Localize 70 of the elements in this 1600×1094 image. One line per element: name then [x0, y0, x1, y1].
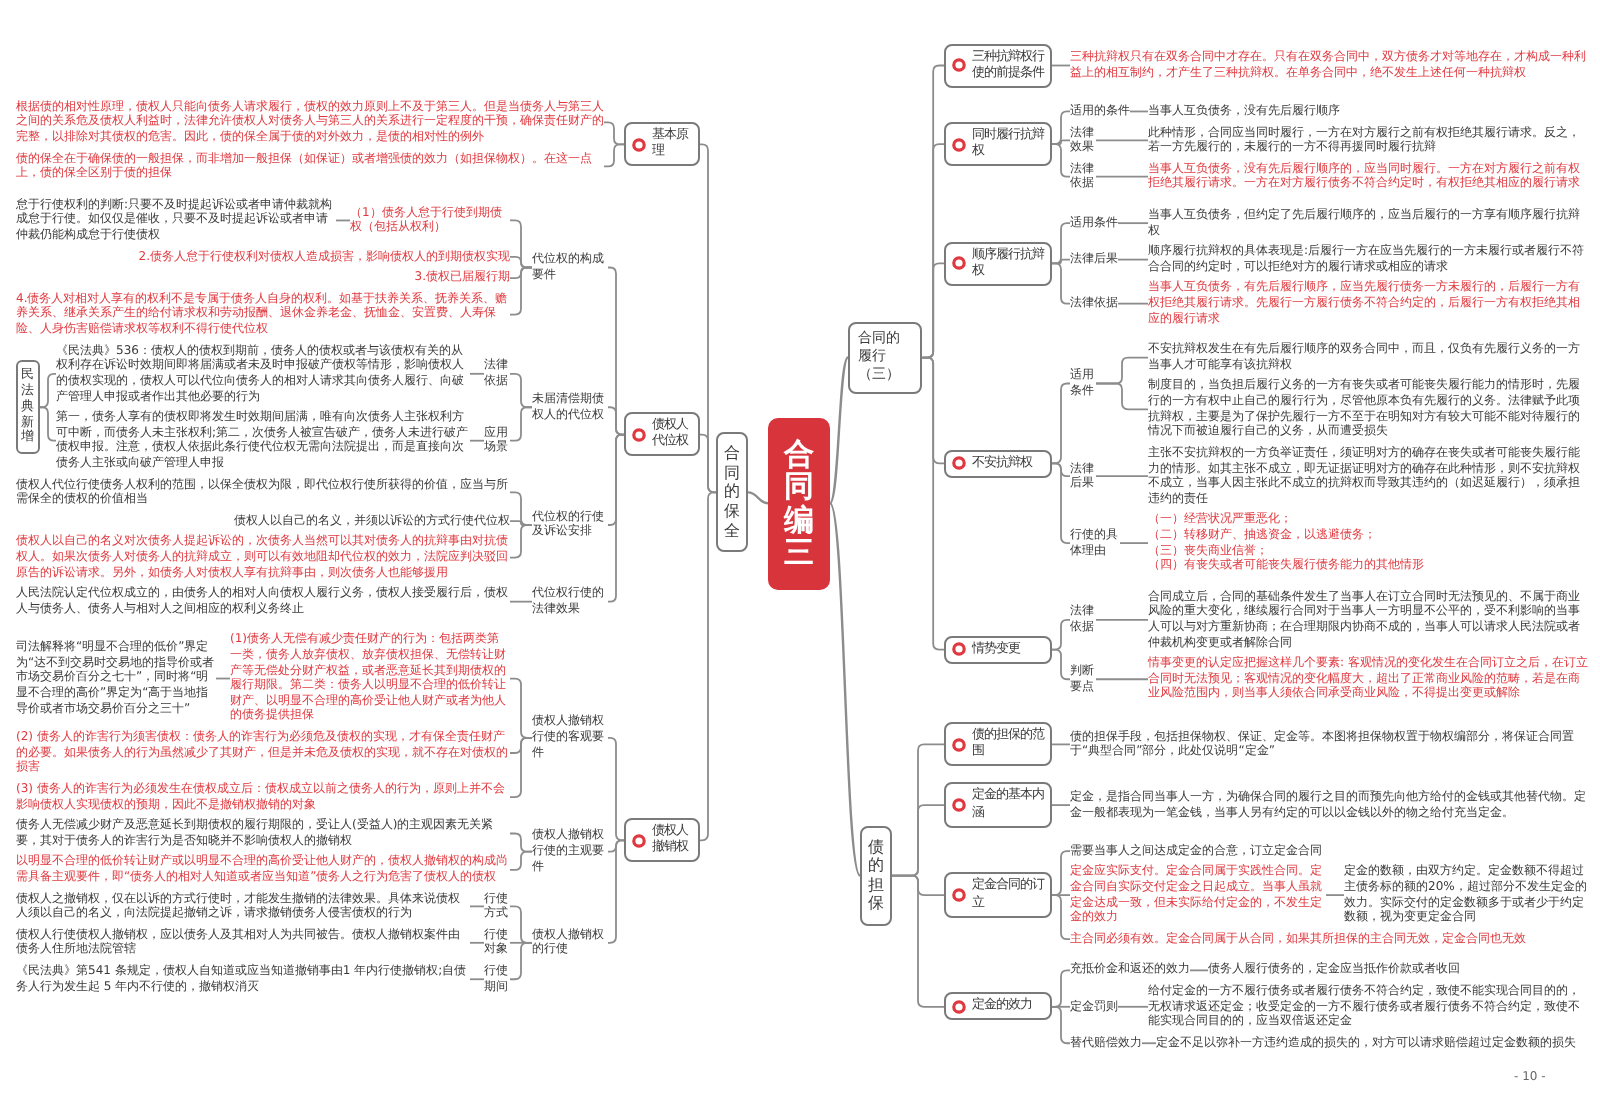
connector-line: [335, 219, 351, 222]
connector-line: [1051, 969, 1071, 1008]
connector-line: [215, 677, 231, 680]
connector-line: [1095, 175, 1149, 178]
connector-line: [469, 372, 485, 375]
connector-line: [1095, 139, 1149, 142]
subtopic-box: [624, 122, 700, 167]
connector-line: [509, 600, 533, 603]
connector-line: [1095, 678, 1149, 681]
subtopic-box: [944, 872, 1052, 918]
connector-line: [1095, 475, 1149, 478]
subtopic-box: [944, 992, 1052, 1021]
subtopic-box: [944, 121, 1052, 167]
connector-line: [1117, 258, 1149, 261]
connector-line: [829, 356, 849, 504]
connector-line: [1051, 619, 1071, 651]
connector-line: [699, 491, 717, 842]
subtopic-box: [944, 241, 1052, 286]
connector-line: [509, 850, 533, 871]
connector-line: [1117, 1005, 1149, 1008]
connector-line: [469, 978, 485, 981]
connector-line: [509, 266, 533, 316]
connector-line: [1117, 222, 1149, 225]
connector-line: [1051, 382, 1071, 465]
connector-line: [1051, 258, 1071, 265]
connector-line: [607, 433, 625, 603]
connector-line: [1117, 302, 1149, 305]
connector-line: [747, 491, 769, 505]
connector-line: [1129, 110, 1149, 113]
connector-line: [1051, 894, 1071, 941]
connector-line: [509, 736, 533, 798]
subtopic-box: [944, 635, 1052, 664]
connector-line: [1095, 619, 1149, 621]
connector-line: [469, 439, 485, 442]
connector-line: [607, 406, 625, 436]
connector-line: [607, 736, 625, 842]
connector-line: [509, 524, 533, 559]
subtopic-box: [624, 817, 700, 863]
connector-line: [603, 143, 625, 168]
connector-line: [1051, 804, 1071, 806]
connector-line: [1325, 894, 1345, 896]
connector-line: [1095, 382, 1149, 411]
connector-line: [1051, 262, 1071, 305]
connector-line: [509, 406, 533, 442]
subtopic-box: [944, 43, 1052, 88]
connector-line: [469, 941, 485, 944]
connector-line: [1119, 542, 1149, 544]
connector-line: [1051, 648, 1071, 681]
subtopic-box: [944, 782, 1052, 828]
central-topic: 合同编三: [768, 417, 830, 590]
connector-line: [39, 372, 57, 409]
connector-line: [1189, 969, 1209, 972]
connector-line: [1141, 1042, 1157, 1045]
subtopic-box: [944, 449, 1052, 478]
connector-line: [39, 406, 57, 442]
connector-line: [921, 356, 945, 651]
connector-line: [1051, 143, 1071, 178]
subtopic-box: [624, 412, 700, 457]
connector-line: [699, 433, 717, 494]
branch-topic: 债的担保: [860, 825, 892, 926]
subtopic-box: [944, 722, 1052, 767]
connector-line: [607, 839, 625, 944]
connector-line: [1051, 139, 1071, 145]
branch-topic: 合同的保全: [716, 432, 748, 553]
connector-line: [1051, 1005, 1071, 1045]
connector-line: [1051, 462, 1071, 544]
connector-line: [603, 121, 625, 146]
connector-line: [828, 502, 862, 877]
connector-line: [469, 905, 485, 908]
connector-line: [509, 941, 533, 981]
